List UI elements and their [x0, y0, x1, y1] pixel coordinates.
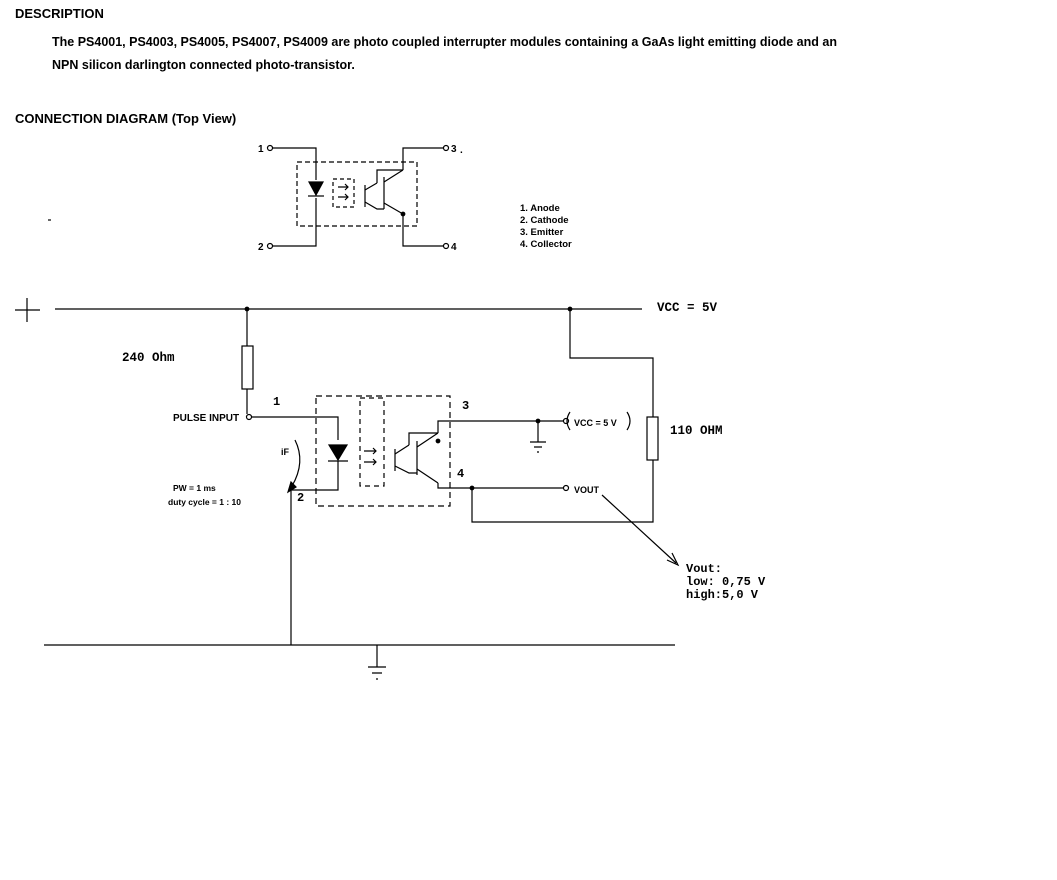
light-arrow-icon [338, 193, 349, 201]
description-text: The PS4001, PS4003, PS4005, PS4007, PS40… [52, 35, 837, 72]
circuit-pin-3: 3 [462, 399, 469, 413]
collector-lead [402, 214, 443, 247]
light-arrow-icon [338, 183, 349, 191]
anode-lead [273, 147, 317, 180]
pw-label: PW = 1 ms [173, 483, 216, 493]
legend-cathode: 2. Cathode [520, 215, 569, 226]
legend-anode: 1. Anode [520, 203, 560, 214]
resistor-240-label: 240 Ohm [122, 351, 175, 365]
vout-note-low: low: 0,75 V [686, 575, 766, 589]
pin-2-label: 2 [258, 242, 264, 253]
vcc-5v-terminal [562, 417, 570, 425]
transistor-2-legs [376, 169, 404, 215]
duty-cycle-label: duty cycle = 1 : 10 [168, 497, 241, 507]
ground-icon [368, 645, 386, 680]
circuit-pin-4: 4 [457, 467, 464, 481]
transistor-1-legs [364, 182, 384, 210]
junction-dot [435, 438, 441, 444]
module-slot [359, 397, 385, 487]
transistor-2-legs [408, 432, 439, 484]
description-heading: DESCRIPTION [15, 6, 104, 21]
resistor-110-lead [569, 309, 654, 417]
pin-3-suffix: . [460, 145, 463, 156]
pin-3-label: 3 [451, 144, 457, 155]
resistor-240 [241, 345, 254, 390]
transistor-1-legs [394, 444, 417, 474]
vout-note-title: Vout: [686, 562, 722, 576]
pin-2-terminal [266, 242, 274, 250]
resistor-110-label: 110 OHM [670, 424, 723, 438]
if-arrow [291, 439, 301, 487]
vcc-note-bracket [566, 411, 571, 431]
led-triangle [307, 181, 325, 197]
cathode-line [290, 461, 339, 645]
if-label: iF [281, 447, 290, 457]
emitter-lead [402, 147, 443, 170]
pin-1-terminal [266, 144, 274, 152]
vout-pointer [601, 494, 680, 567]
legend-collector: 4. Collector [520, 239, 572, 250]
pin-4-terminal [442, 242, 450, 250]
vcc-note-bracket [626, 411, 631, 431]
test-circuit [15, 219, 680, 680]
pin-4-line [437, 483, 563, 489]
pulse-line [252, 416, 339, 440]
vout-terminal [562, 484, 570, 492]
pulse-input-terminal [245, 413, 253, 421]
cathode-lead [273, 198, 317, 247]
legend-emitter: 3. Emitter [520, 227, 564, 238]
junction-dot [400, 211, 406, 217]
connection-diagram-heading: CONNECTION DIAGRAM (Top View) [15, 111, 237, 126]
led-triangle [327, 444, 349, 462]
vcc-note-label: VCC = 5 V [574, 418, 617, 428]
module-outline [315, 395, 451, 507]
circuit-pin-2: 2 [297, 491, 304, 505]
circuit-pin-1: 1 [273, 395, 280, 409]
ground-icon [530, 421, 546, 453]
pulse-input-label: PULSE INPUT [173, 413, 239, 424]
pin-3-line [437, 420, 563, 433]
top-view-diagram [266, 144, 450, 250]
slot-outline [332, 178, 355, 208]
light-arrow-icon [364, 447, 377, 455]
if-arrow-head-icon [286, 480, 297, 494]
pin-1-label: 1 [258, 144, 264, 155]
pin-3-terminal [442, 144, 450, 152]
vout-label: VOUT [574, 485, 600, 495]
light-arrow-icon [364, 458, 377, 466]
vout-note-high: high:5,0 V [686, 588, 759, 602]
resistor-110-lead [471, 460, 654, 523]
pin-4-label: 4 [451, 242, 457, 253]
resistor-110 [646, 416, 659, 461]
housing-outline [296, 161, 418, 227]
vcc-label: VCC = 5V [657, 301, 718, 315]
junction-dot [469, 485, 475, 491]
